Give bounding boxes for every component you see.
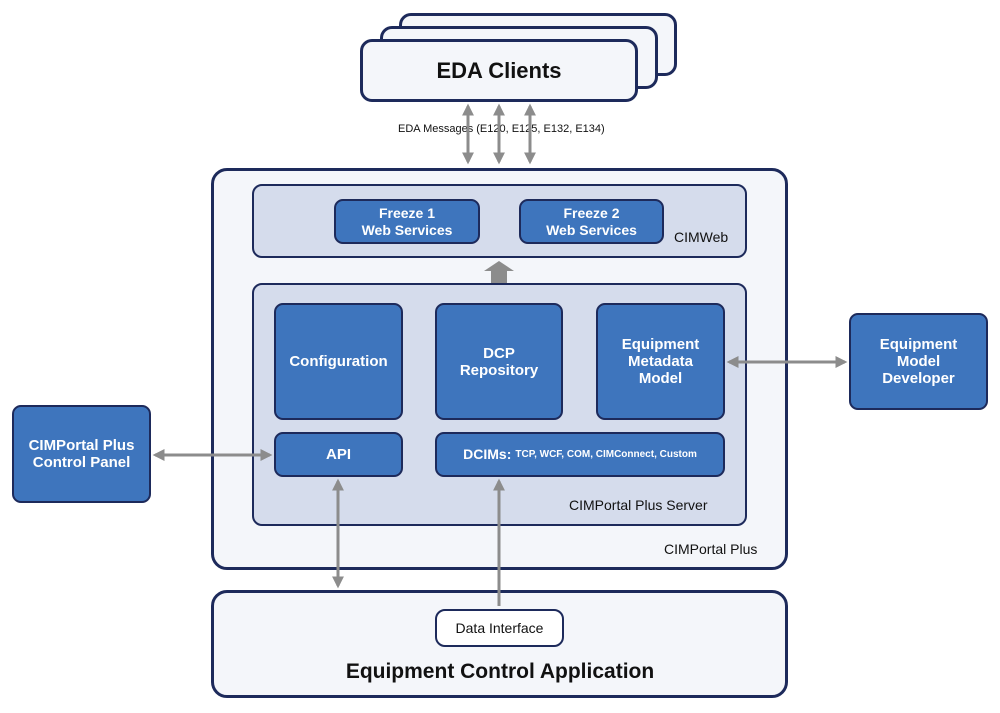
dcims-list: TCP, WCF, COM, CIMConnect, Custom [515,449,697,460]
control-panel-box: CIMPortal Plus Control Panel [12,405,151,503]
data-interface-box: Data Interface [435,609,564,647]
equipment-control-application-label: Equipment Control Application [345,660,655,683]
eda-clients-box: EDA Clients [360,39,638,102]
configuration-box: Configuration [274,303,403,420]
dcims-box: DCIMs: TCP, WCF, COM, CIMConnect, Custom [435,432,725,477]
dcims-label: DCIMs: [463,446,512,462]
server-label: CIMPortal Plus Server [569,497,708,513]
server-to-cimweb-arrow [484,261,514,283]
api-box: API [274,432,403,477]
equipment-metadata-model-box: Equipment Metadata Model [596,303,725,420]
cimweb-label: CIMWeb [674,229,729,245]
cimportal-plus-label: CIMPortal Plus [664,541,758,557]
freeze1-web-services-box: Freeze 1 Web Services [334,199,480,244]
model-developer-box: Equipment Model Developer [849,313,988,410]
dcp-repository-box: DCP Repository [435,303,563,420]
freeze2-web-services-box: Freeze 2 Web Services [519,199,664,244]
eda-clients-label: EDA Clients [436,57,562,83]
